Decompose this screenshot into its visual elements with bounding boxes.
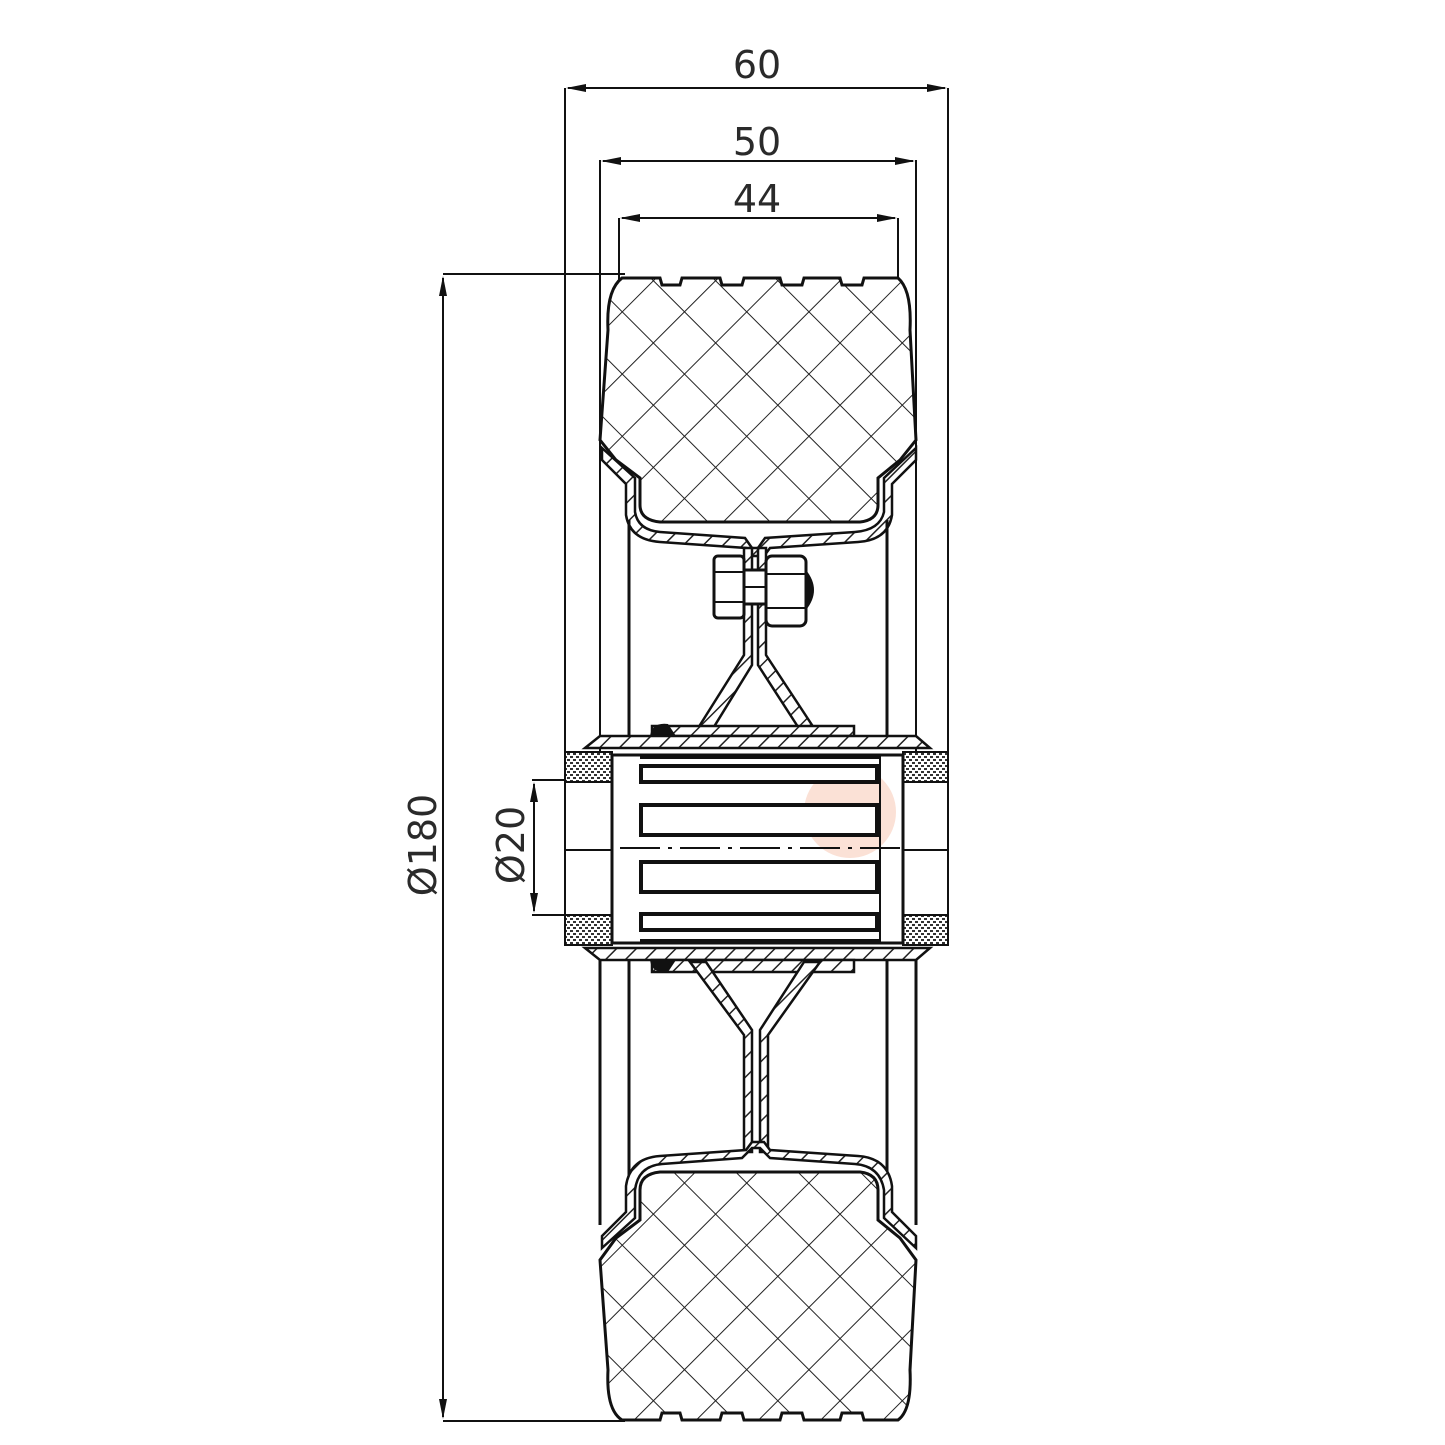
dimension-label-diameter-20: Ø20 (489, 806, 533, 884)
dimension-label-diameter-180: Ø180 (401, 794, 445, 896)
dimension-label-60: 60 (733, 43, 781, 87)
hub-flange-top (650, 723, 856, 738)
dimension-label-44: 44 (733, 177, 781, 221)
seals (564, 751, 949, 946)
tyre-bottom (598, 1170, 918, 1422)
dimension-hub-width: 50 (599, 120, 917, 760)
dimension-wheel-diameter: Ø180 (401, 273, 625, 1422)
dimension-bore-diameter: Ø20 (489, 779, 612, 916)
dimension-label-50: 50 (733, 120, 781, 164)
bolt-and-nut (712, 554, 814, 628)
spoke-bottom (687, 960, 823, 1154)
rim-top (600, 445, 918, 558)
roller-bearing (610, 753, 905, 945)
dimension-tread-width: 44 (618, 177, 899, 280)
hub-flange-bottom (650, 958, 856, 974)
dimension-overall-width: 60 (564, 43, 949, 760)
hub-side-lines (598, 520, 918, 1225)
tyre-top (598, 276, 918, 524)
hub-sleeve (581, 734, 934, 962)
rim-bottom (600, 1140, 918, 1251)
